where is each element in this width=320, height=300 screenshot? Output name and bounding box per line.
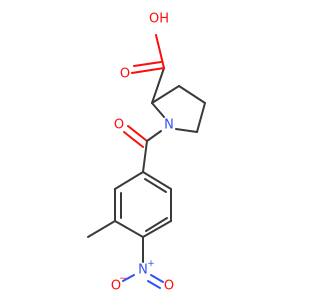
atom-acid-oh: OH	[149, 12, 169, 27]
atom-acid-o: O	[120, 67, 130, 82]
nitro-plus-charge: +	[147, 259, 155, 269]
bond-c4-c5	[196, 102, 206, 133]
bonds	[87, 34, 206, 289]
atom-nitro-n: N	[138, 263, 148, 278]
bond-n-c2	[151, 102, 165, 118]
atom-nitro-o-right: O	[164, 279, 174, 294]
bond-c3-c4	[178, 85, 206, 104]
bond-co-ring	[142, 140, 148, 173]
bond-c5-n	[175, 128, 198, 133]
atom-labels: OH O N O N + O − O	[111, 12, 174, 294]
atom-ring-n: N	[164, 118, 174, 133]
bond-ar4-ar5	[142, 220, 172, 238]
bond-c-o-double-1	[131, 67, 165, 74]
bond-cooh-to-ring	[151, 67, 165, 104]
bond-n-co	[146, 130, 162, 142]
atom-nitro-o-left: O	[111, 279, 121, 294]
bond-co-o-double-1	[127, 125, 148, 142]
nitro-o-minus-charge: −	[119, 274, 127, 284]
bond-ar1-ar2	[114, 171, 144, 190]
bond-ar6-ar1	[142, 171, 172, 190]
structure-diagram: OH O N O N + O − O	[87, 12, 206, 294]
atom-carbonyl-o: O	[114, 118, 124, 133]
bond-inner-3	[144, 178, 167, 193]
molecule-canvas: OH O N O N + O − O	[87, 11, 206, 294]
bond-n-o-right-2	[147, 280, 161, 289]
bond-n-o-right-1	[150, 274, 164, 283]
bond-inner-2	[145, 217, 168, 232]
bond-methyl	[87, 220, 116, 238]
bond-c2-c3	[151, 85, 180, 104]
bond-c-oh	[155, 34, 165, 69]
bond-c-o-double-2	[133, 61, 162, 67]
bond-ar3-ar4	[114, 220, 144, 238]
bond-n-o-left	[122, 274, 135, 282]
bond-co-o-double-2	[123, 131, 144, 148]
